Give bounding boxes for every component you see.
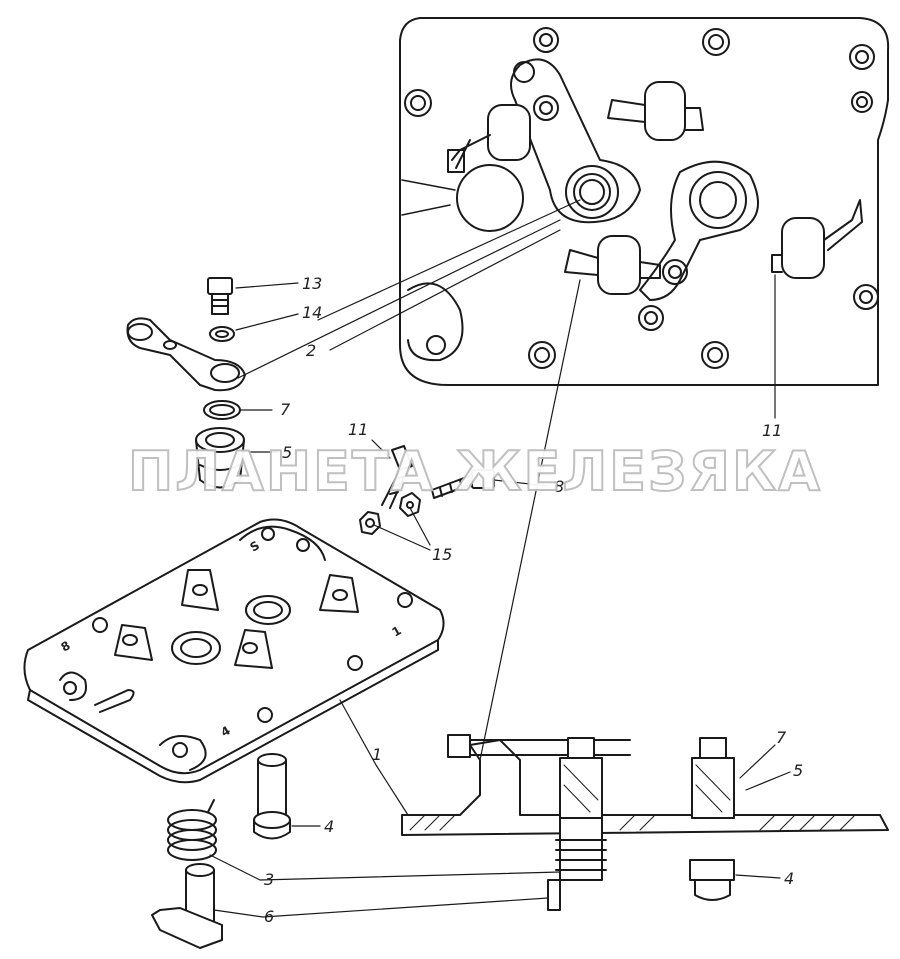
watermark-text: ПЛАНЕТА ЖЕЛЕЗЯКА	[127, 439, 822, 504]
callout-13: 13	[302, 274, 322, 293]
washer-14	[209, 326, 235, 342]
callout-1: 1	[372, 745, 382, 764]
screw-8	[431, 469, 495, 499]
shaft-6	[151, 863, 223, 949]
callout-14: 14	[302, 303, 322, 322]
callout-11-left: 11	[348, 420, 368, 439]
callout-4-left: 4	[324, 817, 334, 836]
callout-2: 2	[306, 341, 316, 360]
roller-block-upper-right	[607, 81, 704, 141]
callout-labels: 13 14 2 7 5 11 8 15 11 1 4 3 6 7 5 4	[264, 274, 803, 926]
housing-cover-plate	[399, 17, 890, 386]
roller-block-lower-center	[564, 235, 661, 295]
callout-11-right: 11	[762, 421, 782, 440]
nut-15a	[359, 511, 381, 535]
callout-5-section: 5	[793, 761, 803, 780]
section-view	[401, 734, 889, 911]
bolt-13	[207, 277, 233, 315]
callout-8: 8	[554, 477, 564, 496]
callout-5: 5	[282, 443, 292, 462]
spring-3	[167, 799, 217, 861]
nut-15b	[399, 492, 421, 517]
ring-7	[203, 400, 241, 420]
callout-15: 15	[432, 545, 452, 564]
leader-lines	[209, 199, 791, 918]
pin-4	[253, 753, 291, 840]
callout-7: 7	[280, 400, 291, 419]
callout-4-section: 4	[784, 869, 794, 888]
base-plate-1	[23, 518, 445, 784]
screw-11	[381, 445, 413, 509]
bushing-5	[195, 427, 245, 489]
callout-3: 3	[264, 870, 274, 889]
roller-block-upper-left	[447, 104, 531, 173]
callout-7-section: 7	[776, 728, 787, 747]
roller-block-lower-right	[771, 199, 863, 279]
callout-6: 6	[264, 907, 274, 926]
